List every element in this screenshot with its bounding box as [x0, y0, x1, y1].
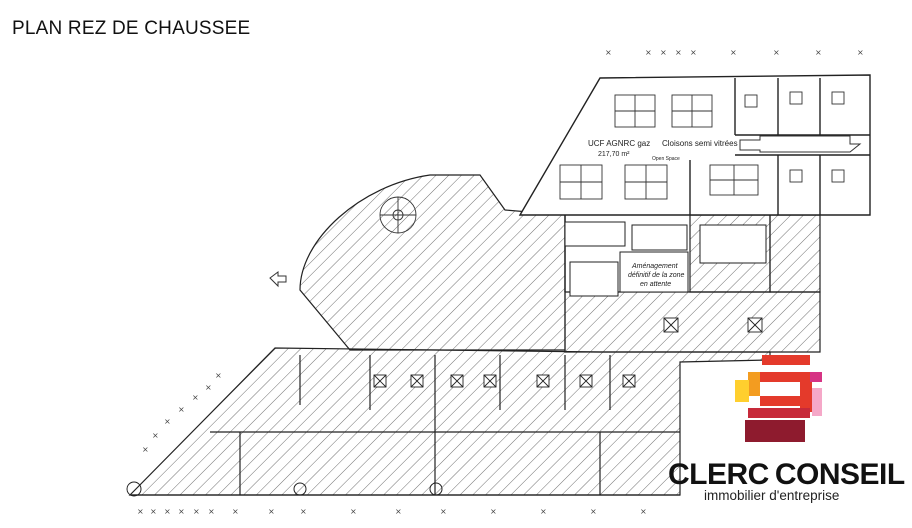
svg-text:×: ×	[137, 507, 144, 516]
svg-text:×: ×	[268, 507, 275, 516]
sanitary-blocks	[564, 221, 767, 297]
svg-text:×: ×	[440, 507, 447, 516]
brand-logo-mark	[735, 355, 822, 442]
open-space-label: Open Space	[652, 156, 680, 162]
lower-partitions	[132, 355, 680, 496]
svg-text:×: ×	[675, 48, 682, 57]
svg-text:×: ×	[205, 383, 212, 392]
spiral-stair	[379, 196, 417, 234]
partitions-note: Cloisons semi vitrées	[662, 139, 738, 148]
column-markers	[373, 317, 763, 388]
svg-text:×: ×	[178, 507, 185, 516]
svg-text:×: ×	[605, 48, 612, 57]
svg-text:×: ×	[660, 48, 667, 57]
svg-text:×: ×	[208, 507, 215, 516]
brand-tagline: immobilier d'entreprise	[704, 488, 840, 503]
hatched-areas	[128, 174, 821, 496]
desk-clusters	[559, 91, 845, 200]
svg-text:×: ×	[232, 507, 239, 516]
base-circles	[126, 481, 443, 497]
svg-text:×: ×	[773, 48, 780, 57]
svg-text:×: ×	[152, 431, 159, 440]
svg-text:×: ×	[192, 393, 199, 402]
svg-text:×: ×	[164, 507, 171, 516]
svg-text:×: ×	[178, 405, 185, 414]
grid-markers: × × × × × × × × × × × × × × × × × × × × × × × × × × × × × × × ×	[137, 48, 864, 516]
corridor-arrow	[269, 135, 862, 288]
svg-text:×: ×	[645, 48, 652, 57]
zone-name: UCF AGNRC gaz	[588, 139, 650, 148]
svg-text:×: ×	[690, 48, 697, 57]
svg-text:×: ×	[815, 48, 822, 57]
svg-text:×: ×	[300, 507, 307, 516]
svg-text:×: ×	[590, 507, 597, 516]
plan-labels: UCF AGNRC gaz 217,70 m² Cloisons semi vi…	[588, 139, 738, 288]
svg-text:×: ×	[350, 507, 357, 516]
svg-text:×: ×	[640, 507, 647, 516]
brand-name-part1: CLERC	[668, 458, 769, 491]
pending-zone-line2: définitif de la zone	[628, 272, 685, 279]
zone-area: 217,70 m²	[598, 151, 630, 158]
pending-zone-line1: Aménagement	[631, 263, 679, 270]
pending-zone-line3: en attente	[640, 281, 671, 288]
svg-text:×: ×	[215, 371, 222, 380]
page-title: PLAN REZ DE CHAUSSEE	[12, 18, 251, 39]
brand-name-part2: CONSEIL	[774, 458, 905, 491]
svg-text:×: ×	[730, 48, 737, 57]
svg-text:×: ×	[150, 507, 157, 516]
svg-text:×: ×	[490, 507, 497, 516]
svg-text:×: ×	[164, 417, 171, 426]
svg-text:×: ×	[395, 507, 402, 516]
svg-text:×: ×	[142, 445, 149, 454]
svg-text:×: ×	[857, 48, 864, 57]
svg-text:×: ×	[193, 507, 200, 516]
svg-text:×: ×	[540, 507, 547, 516]
